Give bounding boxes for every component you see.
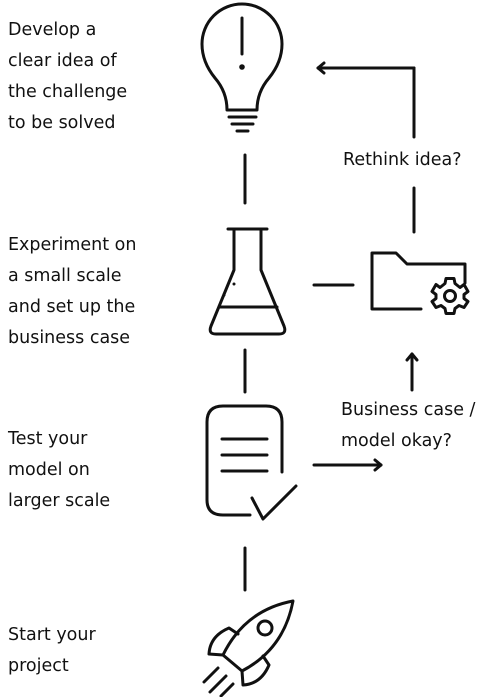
flask-icon [208,227,287,336]
document-check-icon [205,404,298,521]
rethink-arrow [316,61,416,139]
business-case-label: Business case / model okay? [341,400,476,451]
document-to-business-arrow [312,458,383,472]
step-3-text: Test your model on larger scale [8,429,111,511]
step-4-text: Start your project [8,625,96,676]
business-case-up-arrow [405,352,419,392]
step-2-text: Experiment on a small scale and set up t… [8,235,137,348]
lightbulb-icon [200,2,284,133]
folder-gear-icon [370,251,470,315]
step-1-text: Develop a clear idea of the challenge to… [8,20,128,133]
rethink-idea-label: Rethink idea? [343,150,462,170]
rocket-icon [202,599,295,697]
